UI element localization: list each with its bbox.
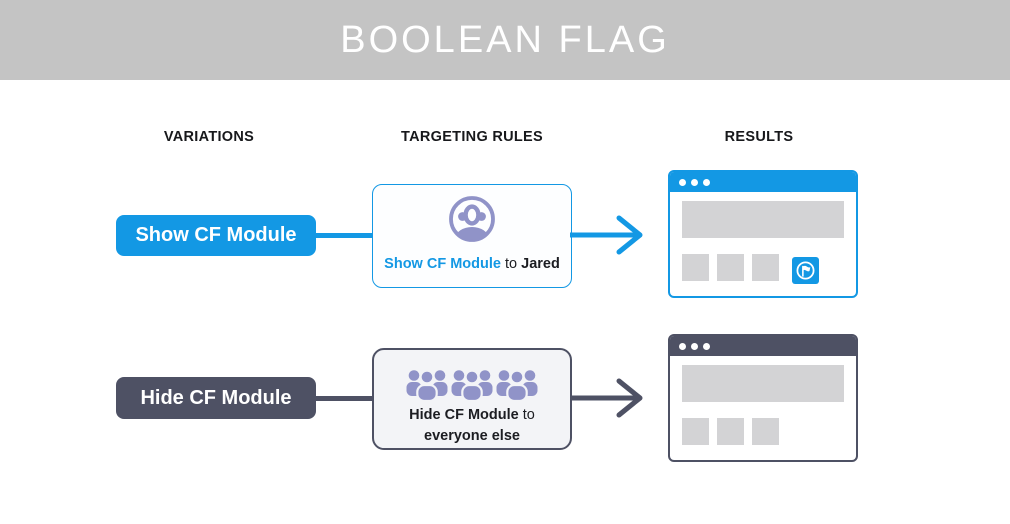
rule-action-label: Show CF Module xyxy=(384,256,501,272)
targeting-rule-card-show: Show CF Module to Jared xyxy=(372,184,572,288)
content-placeholder-banner xyxy=(682,201,844,238)
user-avatar-icon xyxy=(449,196,495,242)
content-placeholder-square xyxy=(752,254,779,281)
rule-audience-label: everyone else xyxy=(424,428,520,444)
column-header-targeting-rules: TARGETING RULES xyxy=(401,129,543,145)
window-dot-icon xyxy=(703,178,710,186)
rule-connector-text: to xyxy=(518,407,535,423)
content-placeholder-banner xyxy=(682,365,844,402)
rule-audience-label: Jared xyxy=(521,256,560,272)
rule-action-label: Hide CF Module xyxy=(409,407,519,423)
variation-pill-hide-cf-module: Hide CF Module xyxy=(116,377,316,419)
content-placeholder-square xyxy=(717,254,744,281)
window-dot-icon xyxy=(703,342,710,350)
window-dot-icon xyxy=(691,178,698,186)
result-browser-window-hide xyxy=(668,334,858,462)
targeting-rule-text: Hide CF Module to everyone else xyxy=(409,405,535,447)
page-title: BOOLEAN FLAG xyxy=(340,18,670,61)
content-placeholder-square xyxy=(682,418,709,445)
rule-connector-text: to xyxy=(500,256,522,272)
header-banner: BOOLEAN FLAG xyxy=(0,0,1010,80)
flag-icon xyxy=(796,261,815,280)
content-placeholder-square xyxy=(752,418,779,445)
result-browser-window-show xyxy=(668,170,858,298)
window-dot-icon xyxy=(679,178,686,186)
column-header-variations: VARIATIONS xyxy=(163,129,255,145)
window-dot-icon xyxy=(691,342,698,350)
targeting-rule-text: Show CF Module to Jared xyxy=(384,254,560,275)
connector-line-hide xyxy=(314,396,373,401)
content-placeholder-row xyxy=(682,418,844,445)
content-placeholder-row xyxy=(682,254,844,281)
content-placeholder-square xyxy=(717,418,744,445)
browser-titlebar xyxy=(670,172,856,192)
arrow-right-icon xyxy=(570,215,643,255)
variation-pill-show-cf-module: Show CF Module xyxy=(116,215,316,256)
targeting-rule-card-hide: Hide CF Module to everyone else xyxy=(372,348,572,450)
column-header-results: RESULTS xyxy=(724,129,794,145)
crowd-icon xyxy=(405,369,539,401)
connector-line-show xyxy=(314,233,373,238)
browser-titlebar xyxy=(670,336,856,356)
content-placeholder-square xyxy=(682,254,709,281)
cf-module-tile xyxy=(792,257,819,284)
window-dot-icon xyxy=(679,342,686,350)
arrow-right-icon xyxy=(570,378,643,418)
